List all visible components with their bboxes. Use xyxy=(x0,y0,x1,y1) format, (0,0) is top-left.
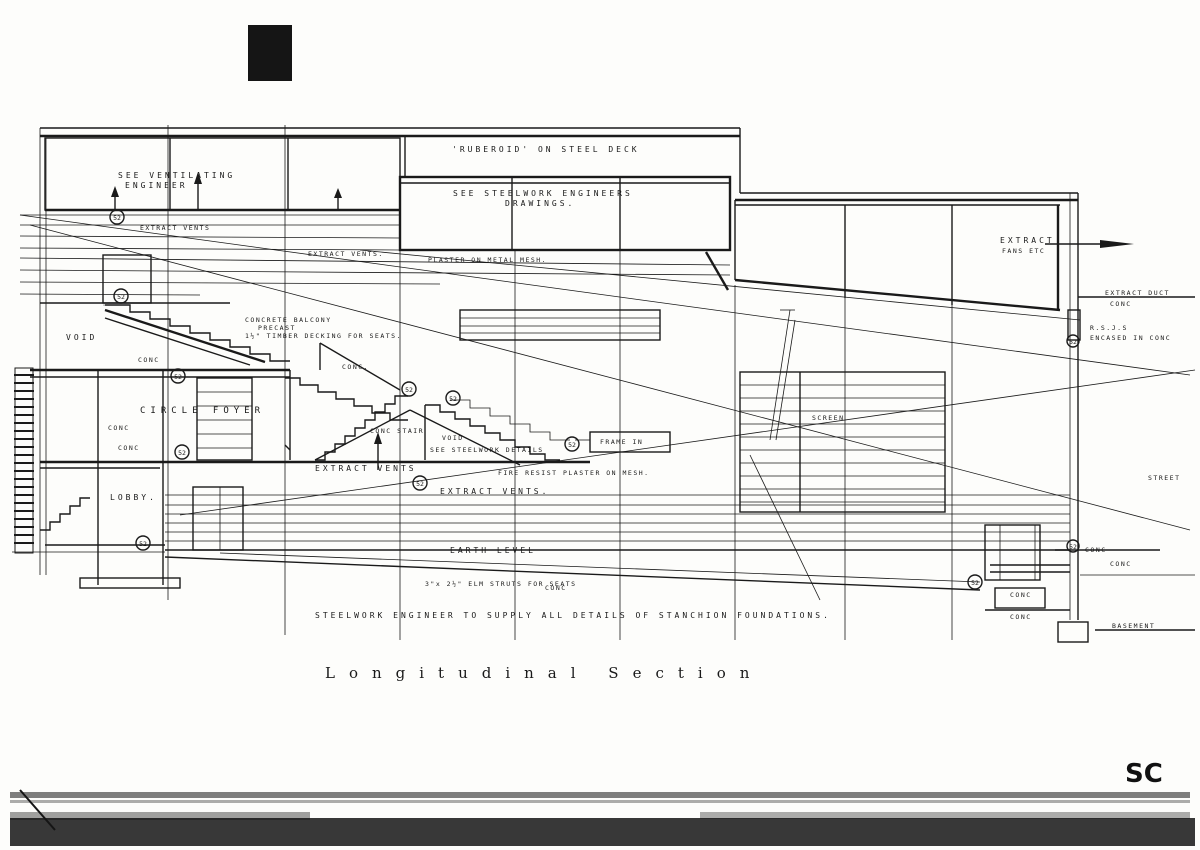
note-extract-vents-4: EXTRACT VENTS. xyxy=(440,487,549,496)
sheet-mark: SC xyxy=(1125,759,1163,789)
filing-tab-mark xyxy=(248,25,292,81)
balcony-seating xyxy=(104,304,671,470)
note-extract-vents-1: EXTRACT VENTS xyxy=(140,224,210,232)
svg-text:52: 52 xyxy=(568,441,576,449)
note-rsjs: R.S.J.S xyxy=(1090,324,1128,332)
note-earth-level: EARTH LEVEL xyxy=(450,546,536,555)
right-street-side xyxy=(984,296,1195,643)
note-ruberoid: 'RUBEROID' ON STEEL DECK xyxy=(452,145,640,154)
section-marker: 52 xyxy=(445,390,461,406)
section-marker: 52 xyxy=(109,209,125,225)
note-drawings: DRAWINGS. xyxy=(505,199,575,208)
stalls-floor-lines xyxy=(12,494,1070,591)
note-conc-right: CONC xyxy=(1110,300,1132,308)
note-see-steelwork-details: SEE STEELWORK DETAILS xyxy=(430,446,544,454)
note-conc-4: CONC xyxy=(1085,546,1107,554)
note-conc-3: CONC xyxy=(545,584,567,592)
section-marker: 52 xyxy=(1066,334,1080,348)
section-marker: 52 xyxy=(135,535,151,551)
note-conc-5: CONC xyxy=(1110,560,1132,568)
annotations: 'RUBEROID' ON STEEL DECK SEE VENTILATING… xyxy=(66,145,1180,630)
drawing-title: Longitudinal Section xyxy=(325,664,763,682)
vertical-grid-lines xyxy=(39,125,953,640)
note-see-ventilating: SEE VENTILATING xyxy=(118,171,235,180)
note-lobby: LOBBY. xyxy=(110,493,157,502)
note-plaster-metal: PLASTER ON METAL MESH. xyxy=(428,256,547,264)
ceiling-lines xyxy=(19,214,1196,531)
svg-text:52: 52 xyxy=(416,480,424,488)
svg-text:52: 52 xyxy=(405,386,413,394)
left-facade xyxy=(14,254,590,589)
section-marker: 52 xyxy=(174,444,190,460)
note-conc-6: CONC xyxy=(1010,591,1032,599)
note-screen: SCREEN xyxy=(812,414,844,422)
svg-text:52: 52 xyxy=(117,293,125,301)
note-conc-stair: CONC STAIR xyxy=(370,427,424,435)
section-marker: 52 xyxy=(170,368,186,384)
svg-text:52: 52 xyxy=(971,579,979,587)
note-extract-duct: EXTRACT DUCT xyxy=(1105,289,1170,297)
svg-text:52: 52 xyxy=(1069,543,1077,551)
note-circle-conc: CONC xyxy=(118,444,140,452)
note-precast: PRECAST xyxy=(258,324,296,332)
note-extract-fans: EXTRACT xyxy=(1000,236,1055,245)
note-steelwork-engineer: STEELWORK ENGINEER TO SUPPLY ALL DETAILS… xyxy=(315,611,831,620)
note-basement: BASEMENT xyxy=(1112,622,1155,630)
svg-text:52: 52 xyxy=(449,395,457,403)
section-marker: 52 xyxy=(401,381,417,397)
note-extract-fans-2: FANS ETC xyxy=(1002,247,1045,255)
section-marker: 52 xyxy=(412,475,428,491)
scan-smudge xyxy=(10,789,1195,846)
svg-text:52: 52 xyxy=(1069,338,1077,346)
note-extract-vents-3: EXTRACT VENTS xyxy=(315,464,417,473)
svg-text:52: 52 xyxy=(139,540,147,548)
note-timber-decking: 1½" TIMBER DECKING FOR SEATS. xyxy=(245,332,402,340)
roof-structure xyxy=(40,127,1134,620)
section-marker: 52 xyxy=(564,436,580,452)
note-circle-foyer: CIRCLE FOYER xyxy=(140,406,265,416)
note-concrete-balcony: CONCRETE BALCONY xyxy=(245,316,332,324)
note-elm-struts: 3"x 2½" ELM STRUTS FOR SEATS xyxy=(425,580,577,588)
note-street: STREET xyxy=(1148,474,1180,482)
note-conc-1: CONC xyxy=(138,356,160,364)
section-marker: 52 xyxy=(1066,539,1080,553)
section-marker: 52 xyxy=(967,574,983,590)
note-extract-vents-2: EXTRACT VENTS. xyxy=(308,250,384,258)
note-conc-2: CONC. xyxy=(342,363,369,371)
svg-text:52: 52 xyxy=(113,214,121,222)
note-void: VOID xyxy=(66,333,97,342)
note-encased: ENCASED IN CONC xyxy=(1090,334,1171,342)
note-ceiling-conc: CONC xyxy=(108,424,130,432)
note-fire-resist: FIRE RESIST PLASTER ON MESH. xyxy=(498,469,650,477)
svg-text:52: 52 xyxy=(174,373,182,381)
note-conc-7: CONC xyxy=(1010,613,1032,621)
section-markers: 52 52 52 52 52 52 52 52 xyxy=(109,209,1080,590)
screen-structure xyxy=(459,309,946,601)
svg-text:52: 52 xyxy=(178,449,186,457)
note-void-2: VOID xyxy=(442,434,464,442)
note-frame-in: FRAME IN xyxy=(600,438,643,446)
note-engineer: ENGINEER xyxy=(125,181,188,190)
section-marker: 52 xyxy=(113,288,129,304)
note-see-steelwork: SEE STEELWORK ENGINEERS xyxy=(453,189,633,198)
